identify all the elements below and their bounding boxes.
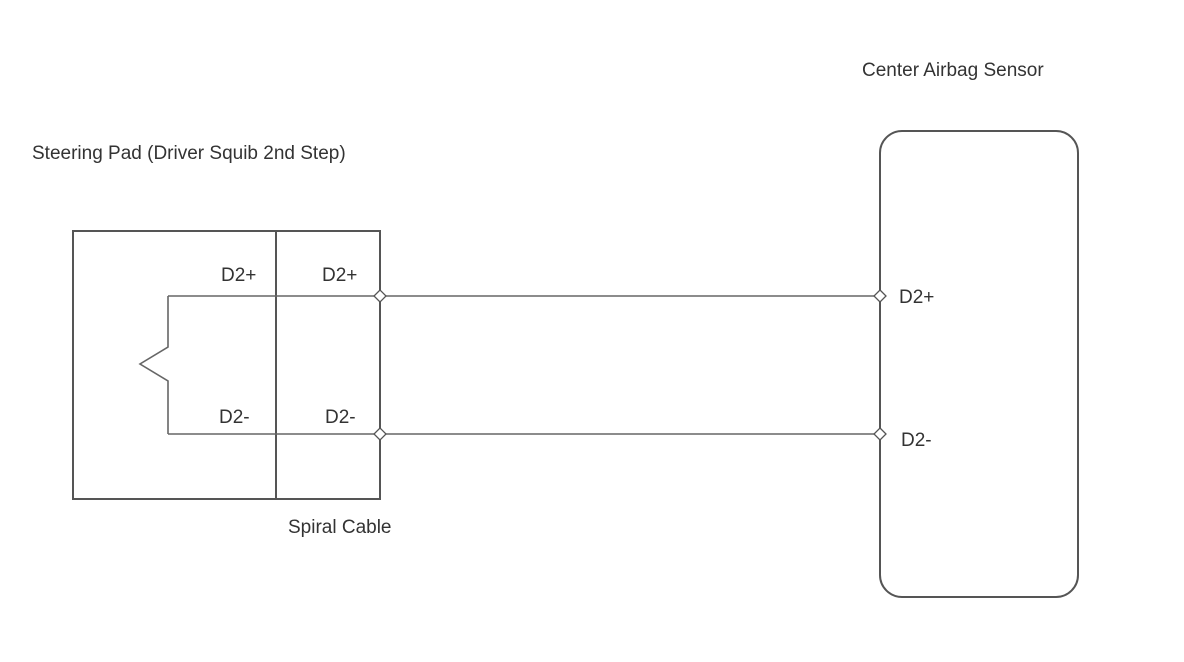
steering-pad-caption: Steering Pad (Driver Squib 2nd Step): [32, 143, 346, 164]
spiral-d2-minus-connector: [373, 427, 387, 441]
spiral-d2-minus-label: D2-: [325, 407, 356, 428]
spiral-cable-caption: Spiral Cable: [288, 517, 392, 538]
spiral-d2-plus-connector: [373, 289, 387, 303]
sensor-d2-minus-label: D2-: [901, 430, 932, 451]
spiral-cable-box: [275, 230, 381, 500]
pad-d2-plus-label: D2+: [221, 265, 256, 286]
sensor-d2-minus-connector: [873, 427, 887, 441]
pad-d2-minus-label: D2-: [219, 407, 250, 428]
center-airbag-sensor-caption: Center Airbag Sensor: [862, 60, 1044, 81]
center-airbag-sensor-box: [879, 130, 1079, 598]
sensor-d2-plus-connector: [873, 289, 887, 303]
squib-element: [138, 296, 169, 434]
spiral-d2-plus-label: D2+: [322, 265, 357, 286]
sensor-d2-plus-label: D2+: [899, 287, 934, 308]
